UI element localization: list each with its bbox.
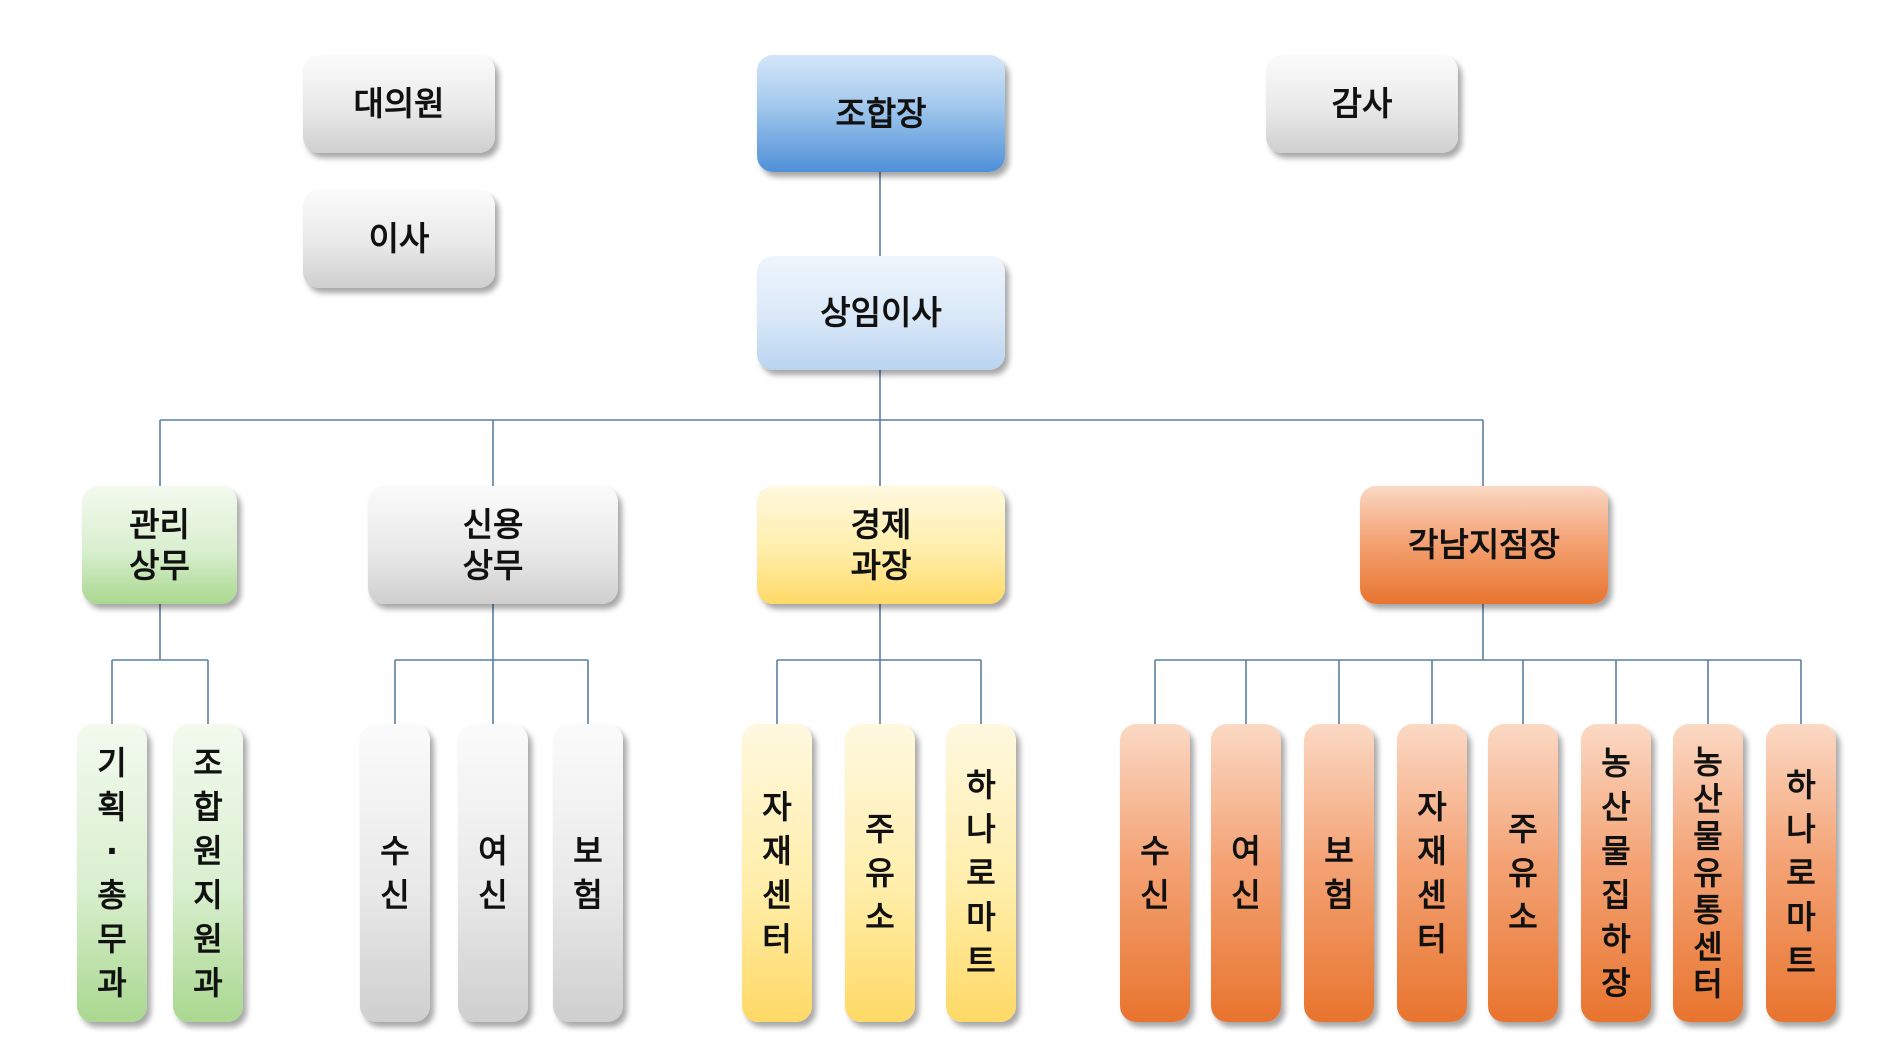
box-branches: 각남지점장 — [1360, 486, 1608, 604]
label-branches: 각남지점장 — [1408, 525, 1560, 565]
unit-branch-hanaro-mart: 하 나 로 마 트 — [1766, 724, 1836, 1022]
label-credit-line2: 상무 — [462, 546, 524, 585]
label-executive-director: 상임이사 — [820, 293, 942, 333]
label-directors: 이사 — [368, 219, 430, 259]
unit-label: 주 유 소 — [865, 810, 895, 936]
unit-branch-deposits: 수 신 — [1120, 724, 1190, 1022]
unit-branch-gas-station: 주 유 소 — [1488, 724, 1558, 1022]
unit-branch-produce-distribution: 농 산 물 유 통 센 터 — [1673, 724, 1743, 1022]
unit-label: 여 신 — [1231, 832, 1261, 914]
unit-label: 기 획 · 총 무 과 — [97, 744, 127, 1002]
unit-branch-produce-collection: 농 산 물 집 하 장 — [1581, 724, 1651, 1022]
unit-label: 농 산 물 유 통 센 터 — [1693, 742, 1723, 1003]
unit-management-member-support: 조 합 원 지 원 과 — [173, 724, 243, 1022]
box-management: 관리 상무 — [82, 486, 237, 604]
label-management-line2: 상무 — [129, 546, 190, 585]
unit-label: 하 나 로 마 트 — [966, 766, 996, 980]
unit-economy-hanaro-mart: 하 나 로 마 트 — [946, 724, 1016, 1022]
box-auditor: 감사 — [1266, 55, 1458, 153]
unit-label: 주 유 소 — [1508, 810, 1538, 936]
label-economy-line1: 경제 — [850, 504, 912, 544]
box-executive-director: 상임이사 — [757, 256, 1005, 370]
unit-branch-loans: 여 신 — [1211, 724, 1281, 1022]
label-management-line1: 관리 — [129, 504, 190, 544]
unit-branch-insurance: 보 험 — [1304, 724, 1374, 1022]
unit-label: 수 신 — [1140, 832, 1170, 914]
box-representatives: 대의원 — [303, 55, 495, 153]
unit-label: 농 산 물 집 하 장 — [1601, 744, 1631, 1002]
label-economy-line2: 과장 — [850, 546, 912, 585]
unit-label: 보 험 — [1324, 832, 1354, 914]
unit-credit-insurance: 보 험 — [553, 724, 623, 1022]
unit-label: 자 재 센 터 — [1417, 788, 1447, 958]
unit-credit-deposits: 수 신 — [360, 724, 430, 1022]
box-economy: 경제 과장 — [757, 486, 1005, 604]
label-president: 조합장 — [835, 93, 927, 133]
unit-management-planning: 기 획 · 총 무 과 — [77, 724, 147, 1022]
box-president: 조합장 — [757, 55, 1005, 172]
unit-label: 여 신 — [478, 832, 508, 914]
unit-economy-materials-center: 자 재 센 터 — [742, 724, 812, 1022]
label-credit-line1: 신용 — [462, 504, 524, 544]
label-auditor: 감사 — [1331, 84, 1393, 124]
unit-label: 수 신 — [380, 832, 410, 914]
unit-credit-loans: 여 신 — [458, 724, 528, 1022]
unit-label: 보 험 — [573, 832, 603, 914]
unit-label: 조 합 원 지 원 과 — [193, 744, 223, 1002]
unit-label: 자 재 센 터 — [762, 788, 792, 958]
unit-label: 하 나 로 마 트 — [1786, 766, 1816, 980]
box-directors: 이사 — [303, 190, 495, 288]
label-representatives: 대의원 — [353, 84, 445, 124]
unit-branch-materials-center: 자 재 센 터 — [1397, 724, 1467, 1022]
box-credit: 신용 상무 — [368, 486, 618, 604]
unit-economy-gas-station: 주 유 소 — [845, 724, 915, 1022]
